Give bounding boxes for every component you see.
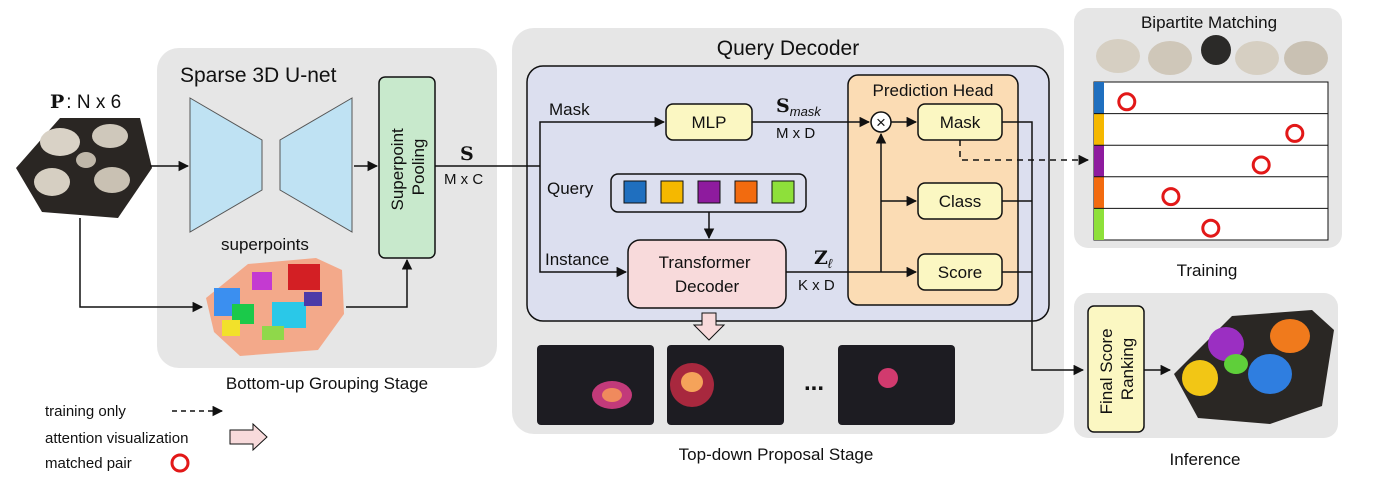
query-label: Query: [547, 179, 594, 198]
matching-row-color-5: [1094, 208, 1104, 240]
query-square-5: [771, 180, 795, 204]
prediction-head-title: Prediction Head: [873, 81, 994, 100]
attention-visualization-1: [537, 345, 654, 425]
matching-row-color-1: [1094, 82, 1104, 114]
legend-attention-label: attention visualization: [45, 430, 188, 447]
legend-matched-circle-icon: [170, 453, 190, 473]
feature-s-shape: M x C: [444, 171, 483, 188]
legend-training-only-label: training only: [45, 403, 126, 420]
matching-row-color-3: [1094, 145, 1104, 177]
training-caption: Training: [1177, 261, 1238, 280]
smask-symbol: Smask: [776, 95, 822, 119]
instance-branch-label: Instance: [545, 250, 609, 269]
input-point-cloud: [16, 118, 152, 218]
query-square-1: [623, 180, 647, 204]
superpoint-pooling-block: [378, 76, 436, 259]
z-shape: K x D: [798, 277, 835, 294]
bottom-up-caption: Bottom-up Grouping Stage: [226, 374, 428, 393]
query-squares: [623, 180, 795, 204]
superpoints-to-pooling-arrow: [346, 258, 413, 308]
matched-pair-circle-3: [1251, 155, 1271, 175]
unet-decoder-shape: [279, 97, 353, 233]
matching-table: [1093, 81, 1329, 241]
transformer-decoder-label: Transformer Decoder: [659, 253, 756, 296]
inference-result-visualization: [1174, 310, 1334, 424]
unet-title: Sparse 3D U-net: [180, 64, 337, 87]
transformer-decoder-block: [627, 239, 787, 309]
final-score-ranking-block: [1087, 305, 1145, 433]
final-score-ranking-label: Final Score Ranking: [1097, 324, 1137, 415]
attention-visualization-2: [667, 345, 784, 425]
feature-s-symbol: S: [460, 143, 474, 165]
legend-attention-arrow-icon: [229, 422, 268, 452]
matching-row-color-4: [1094, 176, 1104, 209]
input-label: P: N x 6: [50, 91, 121, 113]
query-square-3: [697, 180, 721, 204]
multiply-icon: ×: [876, 113, 886, 132]
matched-pair-circle-2: [1285, 123, 1305, 143]
mask-branch-arrow: [539, 116, 666, 166]
smask-shape: M x D: [776, 125, 815, 142]
instance-branch-arrow: [539, 166, 628, 278]
superpoints-label: superpoints: [221, 235, 309, 254]
matching-rows: [1094, 82, 1328, 240]
input-to-superpoints-arrow: [79, 218, 204, 313]
visualization-ellipsis: ...: [804, 369, 824, 396]
query-square-2: [660, 180, 684, 204]
bipartite-title: Bipartite Matching: [1141, 13, 1277, 32]
matched-pair-circle-5: [1201, 218, 1221, 238]
class-head-label: Class: [939, 192, 982, 211]
legend-matched-label: matched pair: [45, 455, 132, 472]
query-decoder-title: Query Decoder: [717, 37, 859, 60]
gt-instance-thumbnails: [1096, 35, 1328, 75]
mlp-label: MLP: [692, 113, 727, 132]
query-square-4: [734, 180, 758, 204]
z-symbol: Zℓ: [814, 247, 833, 271]
matched-pair-circle-1: [1117, 92, 1137, 112]
matched-pair-circle-4: [1161, 187, 1181, 207]
score-head-label: Score: [938, 263, 982, 282]
top-down-caption: Top-down Proposal Stage: [679, 445, 874, 464]
mask-branch-label: Mask: [549, 100, 590, 119]
head-outputs-to-ranking-line: [1002, 121, 1085, 376]
attention-arrow: [692, 312, 726, 341]
matching-row-color-2: [1094, 113, 1104, 146]
attention-visualization-3: [838, 345, 955, 425]
unet-encoder-shape: [189, 97, 263, 233]
mask-head-label: Mask: [940, 113, 981, 132]
superpoints-visualization: [206, 258, 344, 356]
superpoint-pooling-label: Superpoint Pooling: [388, 124, 428, 211]
inference-caption: Inference: [1170, 450, 1241, 469]
